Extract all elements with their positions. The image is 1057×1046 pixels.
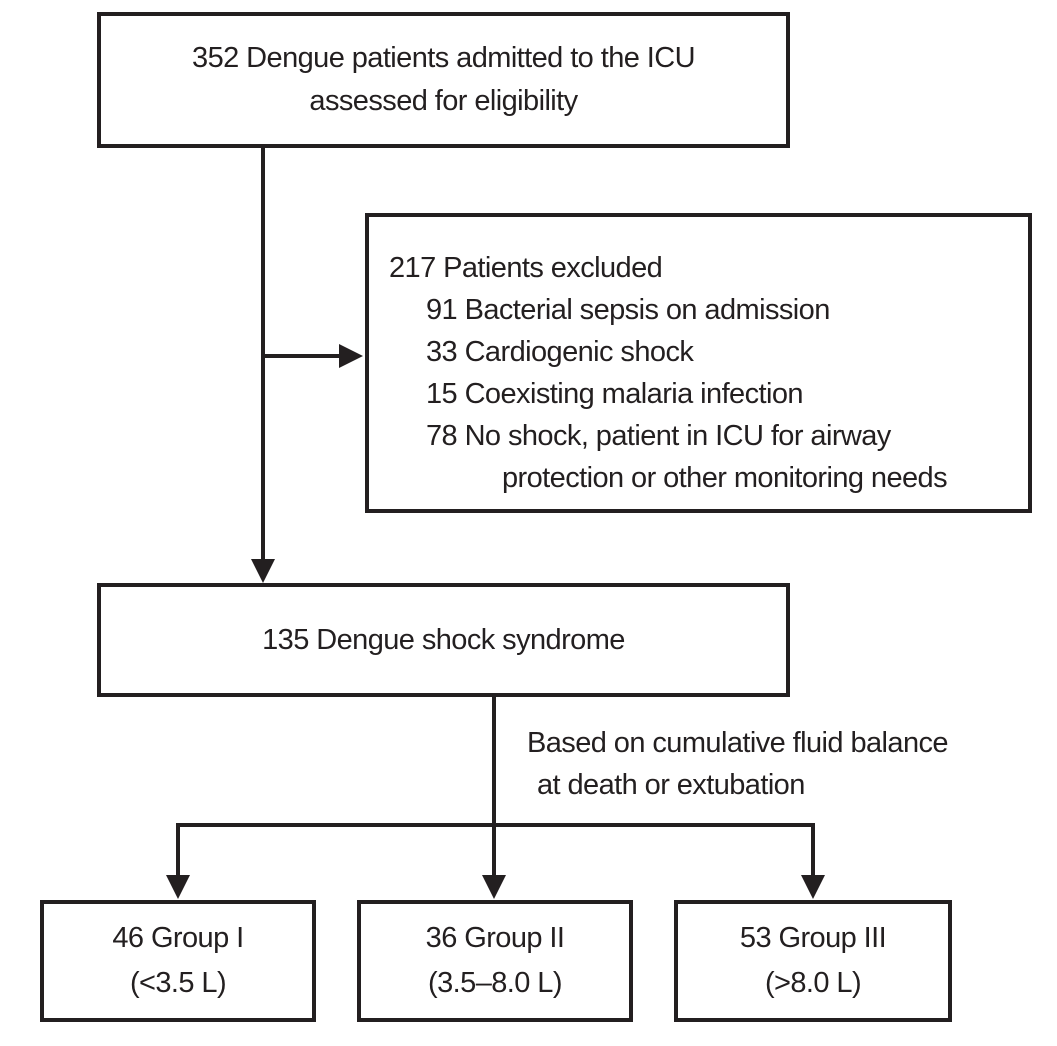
group3-range: (>8.0 L) [764, 967, 862, 999]
excluded-reason-sepsis: 91 Bacterial sepsis on admission [426, 294, 830, 326]
excluded-reason-no-shock: 78 No shock, patient in ICU for airway [426, 420, 891, 452]
assessed-line2: assessed for eligibility [309, 85, 578, 117]
branch-note-line1: Based on cumulative fluid balance [527, 727, 949, 759]
excluded-header: 217 Patients excluded [389, 252, 663, 284]
box-group-2: 36 Group II (3.5–8.0 L) [357, 900, 633, 1022]
excluded-reason-malaria: 15 Coexisting malaria infection [426, 378, 804, 410]
assessed-line1: 352 Dengue patients admitted to the ICU [192, 42, 696, 74]
group1-count: 46 Group I [112, 922, 244, 954]
arrow-down-to-dss-icon [251, 559, 275, 583]
arrow-down-to-group1-icon [166, 875, 190, 899]
excluded-reason-cardiogenic: 33 Cardiogenic shock [426, 336, 694, 368]
arrow-right-to-excluded-icon [339, 344, 363, 368]
group1-range: (<3.5 L) [129, 967, 227, 999]
excluded-reason-no-shock-continuation: protection or other monitoring needs [502, 462, 948, 494]
box-group-3: 53 Group III (>8.0 L) [674, 900, 952, 1022]
group3-count: 53 Group III [739, 922, 887, 954]
box-assessed-for-eligibility: 352 Dengue patients admitted to the ICU … [97, 12, 790, 148]
dss-label: 135 Dengue shock syndrome [262, 623, 625, 656]
box-patients-excluded: 217 Patients excluded 91 Bacterial sepsi… [365, 213, 1032, 513]
branch-note-line2: at death or extubation [537, 769, 805, 801]
branch-note: Based on cumulative fluid balance at dea… [527, 722, 949, 806]
box-dengue-shock-syndrome: 135 Dengue shock syndrome [97, 583, 790, 697]
arrow-down-to-group3-icon [801, 875, 825, 899]
box-group-1: 46 Group I (<3.5 L) [40, 900, 316, 1022]
arrow-down-to-group2-icon [482, 875, 506, 899]
group2-count: 36 Group II [425, 922, 565, 954]
group2-range: (3.5–8.0 L) [428, 967, 562, 999]
